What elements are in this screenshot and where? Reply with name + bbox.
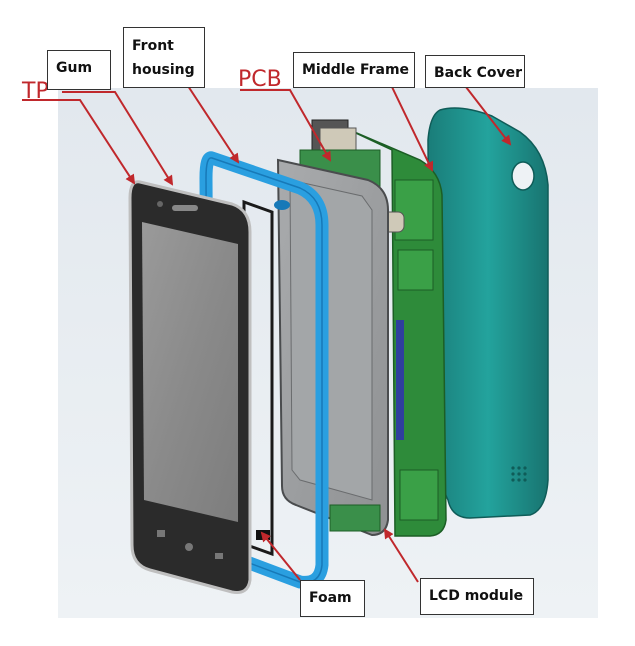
back-cover-part [427, 107, 549, 519]
pcb-label: PCB [238, 67, 282, 92]
tp-label: TP [22, 79, 49, 104]
foam-leader [260, 531, 301, 581]
foam-label: Foam [300, 580, 365, 617]
front-housing-label-line2: housing [132, 62, 195, 78]
front-housing-label-line1: Front [132, 38, 174, 54]
lcd-module-label-text: LCD module [429, 588, 524, 604]
front-housing-label: Front housing [123, 27, 205, 88]
foam-label-text: Foam [309, 590, 352, 606]
lcd-module-label: LCD module [420, 578, 534, 615]
back-cover-label-text: Back Cover [434, 65, 523, 81]
lcd-module-part [276, 158, 389, 537]
gum-label-text: Gum [56, 60, 93, 76]
middle-frame-part [344, 127, 447, 537]
lcd-module-leader [383, 528, 419, 583]
middle-frame-label-text: Middle Frame [302, 62, 410, 78]
back-cover-label: Back Cover [425, 55, 525, 88]
pcb-leader [240, 89, 331, 162]
tp-part [128, 180, 252, 594]
camera-hole [511, 161, 535, 191]
middle-frame-label: Middle Frame [293, 52, 415, 88]
nav-buttons [157, 530, 223, 559]
gum-leader [62, 91, 174, 186]
tp-leader [22, 99, 136, 185]
gum-label: Gum [47, 50, 111, 90]
speaker-grille [511, 466, 527, 482]
